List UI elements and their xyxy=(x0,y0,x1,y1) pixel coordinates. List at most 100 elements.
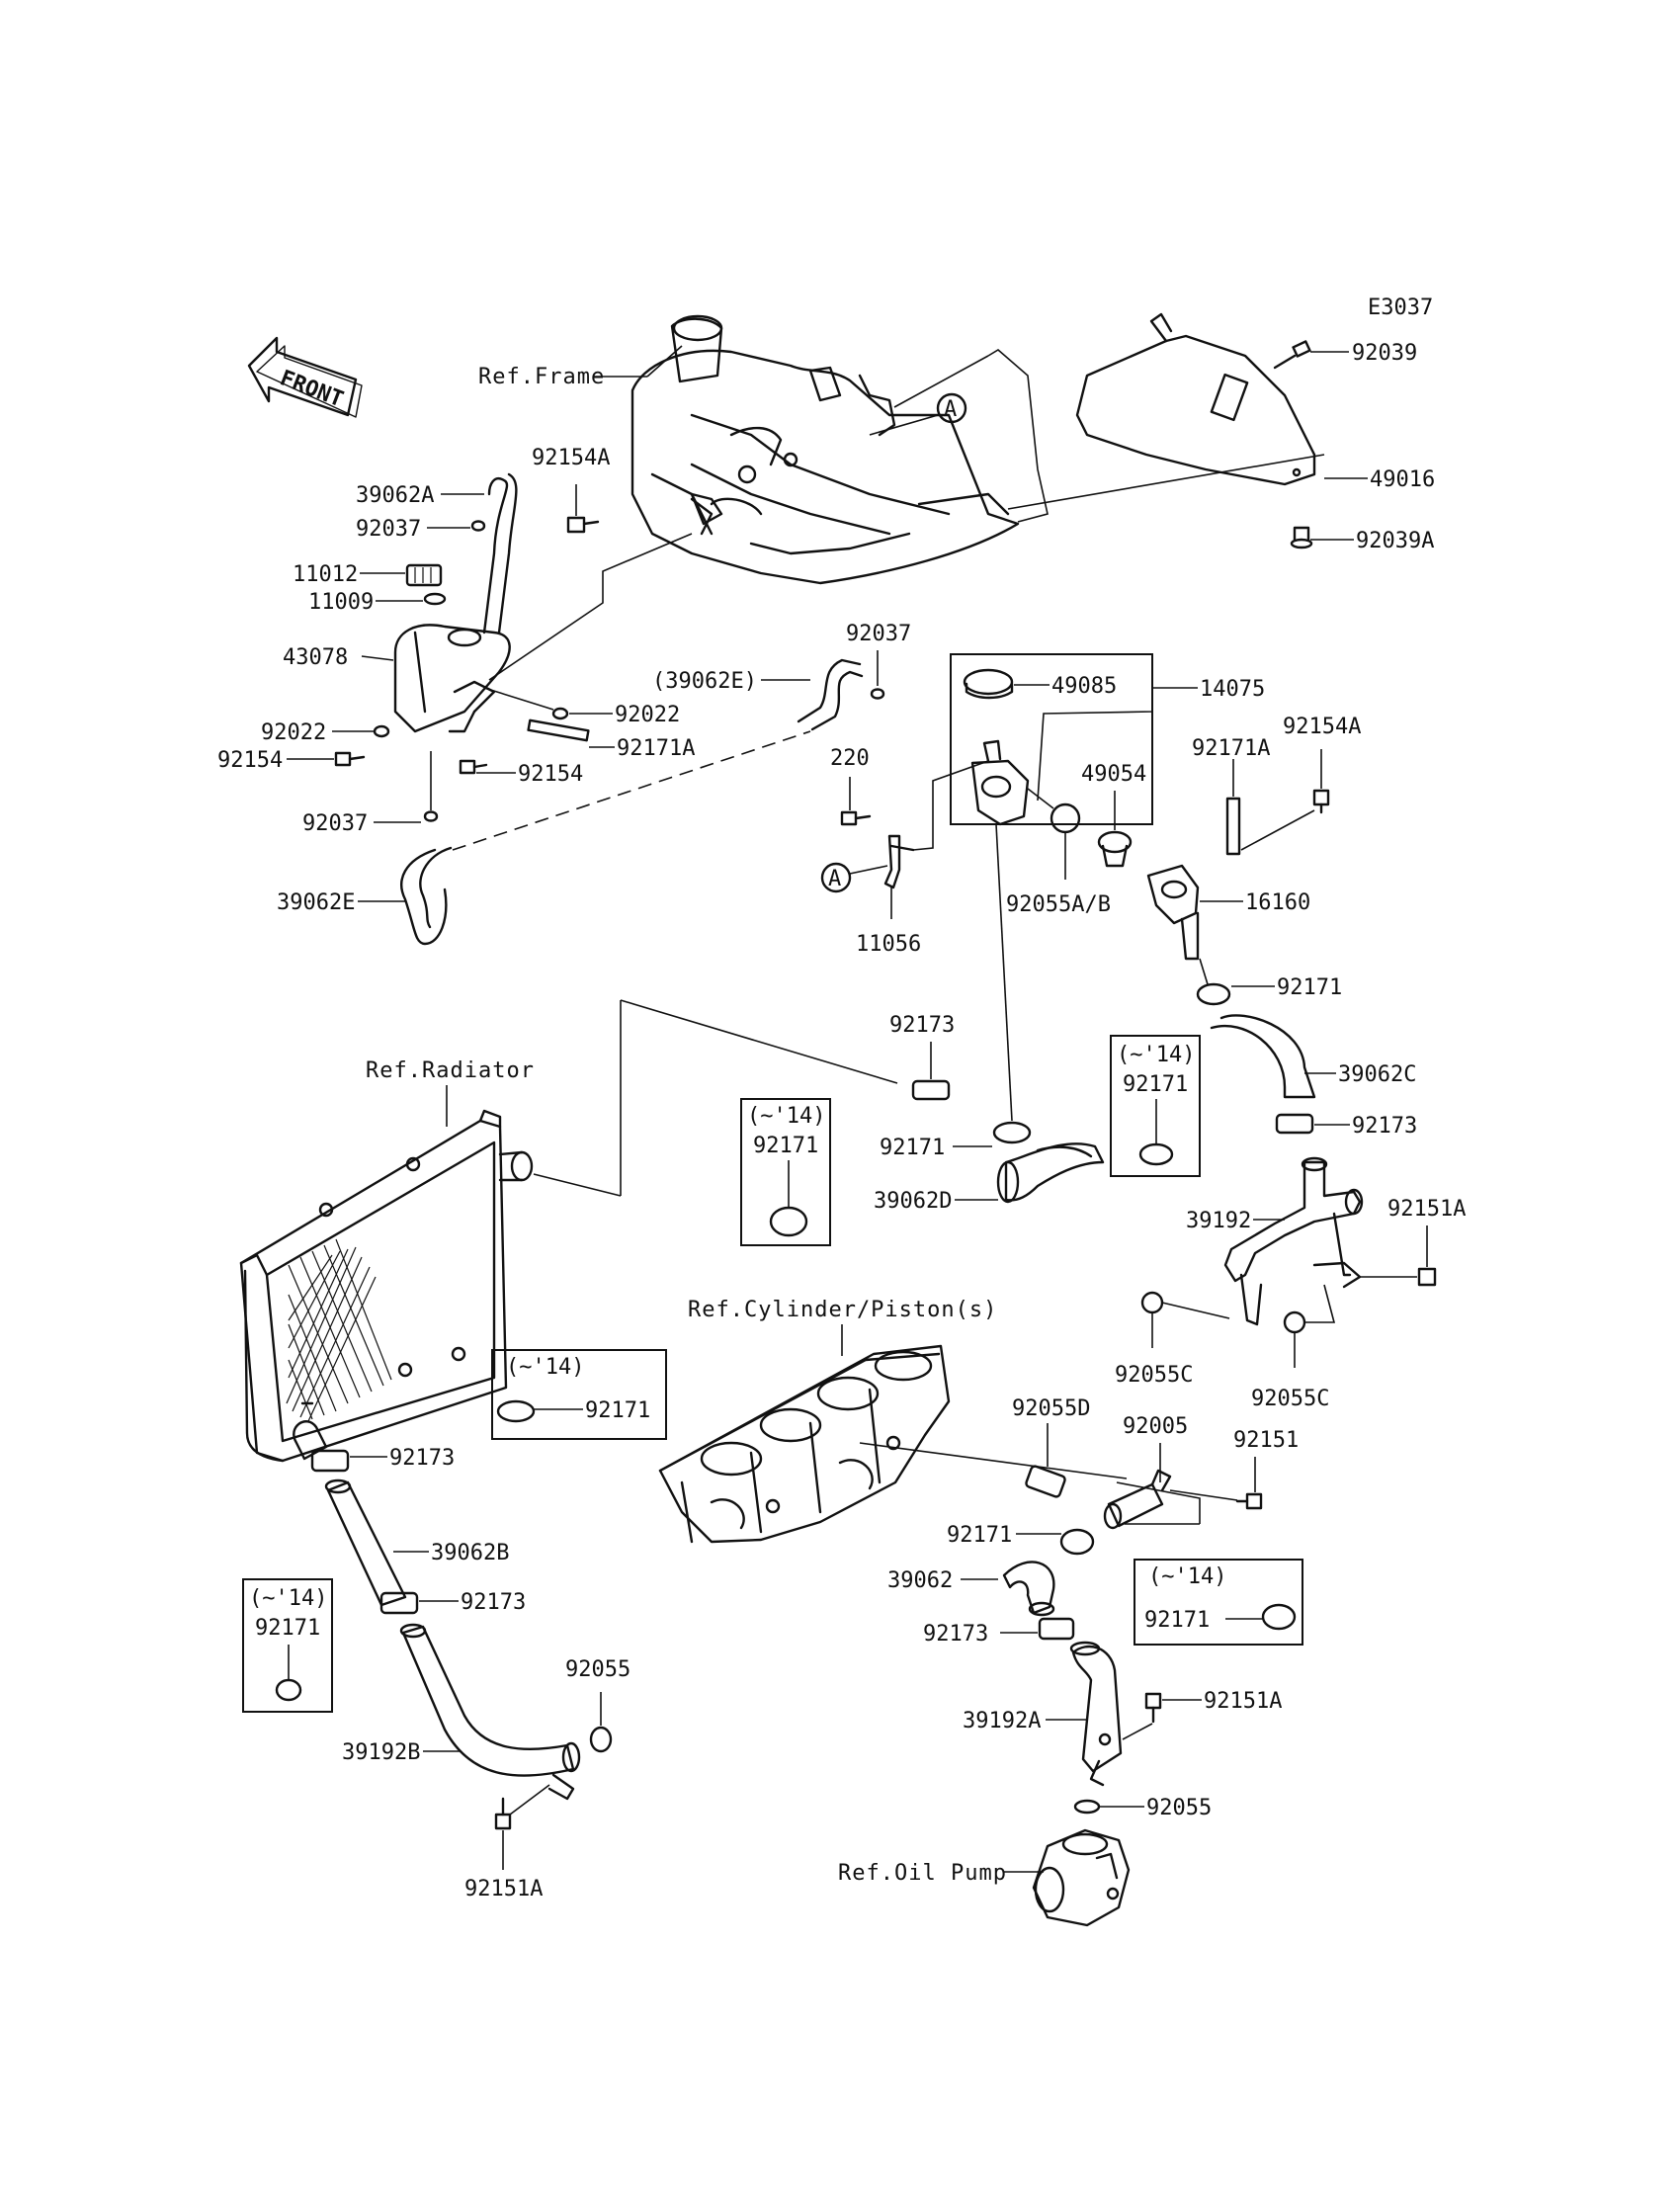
label-39062D: 39062D xyxy=(874,1189,952,1214)
label-39192B: 39192B xyxy=(342,1740,420,1765)
pipe-39192B xyxy=(399,1623,581,1801)
label-92173-right: 92173 xyxy=(1352,1114,1417,1139)
label-92154-right: 92154 xyxy=(518,762,583,787)
washer-92022-left xyxy=(373,724,390,738)
label-92171-box-center: 92171 xyxy=(753,1134,818,1158)
label-39062: 39062 xyxy=(887,1568,953,1593)
hose-39062C xyxy=(1210,1014,1316,1099)
label-92055-left: 92055 xyxy=(565,1657,630,1682)
label-92171-box-leftlow: 92171 xyxy=(255,1616,320,1641)
grommet-92039A xyxy=(1290,526,1313,549)
label-49054: 49054 xyxy=(1081,762,1146,787)
label-92154-left: 92154 xyxy=(217,748,283,773)
oring-92055-left xyxy=(589,1726,613,1753)
label-92039: 92039 xyxy=(1352,341,1417,366)
washer-92022-right xyxy=(551,707,569,720)
ref-radiator-label: Ref.Radiator xyxy=(366,1058,535,1083)
label-92173-lower-center: 92173 xyxy=(923,1622,988,1647)
label-49085: 49085 xyxy=(1051,674,1117,699)
diagram-code: E3037 xyxy=(1368,296,1433,320)
bolt-92154-right xyxy=(459,759,488,775)
year-note-lowright: (~'14) xyxy=(1148,1564,1226,1589)
label-220: 220 xyxy=(830,746,870,771)
label-92037-lower: 92037 xyxy=(302,811,368,836)
label-14075: 14075 xyxy=(1200,677,1265,702)
year-note-right: (~'14) xyxy=(1117,1043,1195,1067)
label-92022-right: 92022 xyxy=(615,703,680,727)
label-92171-upper: 92171 xyxy=(1277,975,1342,1000)
label-39062C: 39062C xyxy=(1338,1062,1416,1087)
label-92151: 92151 xyxy=(1233,1428,1299,1453)
label-16160: 16160 xyxy=(1245,890,1310,915)
label-92055AB: 92055A/B xyxy=(1006,892,1111,917)
clamp-92171-upper xyxy=(1196,982,1231,1006)
label-11012: 11012 xyxy=(293,562,358,587)
box-year-92171-leftmid xyxy=(491,1349,667,1440)
gasket-11009 xyxy=(423,592,447,606)
marker-a-lower-circle xyxy=(820,862,852,893)
reservoir-tank-43078 xyxy=(393,624,511,733)
label-92171A-tank: 92171A xyxy=(617,736,695,761)
label-92154A-top: 92154A xyxy=(532,446,610,470)
bolt-220 xyxy=(840,810,872,826)
hose-39062B xyxy=(324,1479,407,1607)
label-92005: 92005 xyxy=(1123,1414,1188,1439)
hose-route-dashed xyxy=(452,730,811,851)
clamp-92173-lower-left xyxy=(310,1449,350,1473)
label-92171-lower: 92171 xyxy=(947,1523,1012,1548)
clip-92037-lower xyxy=(423,810,439,822)
clamp-92171-lower xyxy=(1059,1528,1095,1556)
cap-49085 xyxy=(963,668,1014,700)
box-year-92171-lowright xyxy=(1134,1559,1303,1646)
fitting-92005 xyxy=(1103,1469,1172,1530)
label-39062E-ref: (39062E) xyxy=(652,669,757,694)
housing-16160 xyxy=(1146,864,1200,961)
label-39192A: 39192A xyxy=(963,1709,1041,1733)
pipe-39192A xyxy=(1069,1641,1123,1787)
label-39062A: 39062A xyxy=(356,483,434,508)
label-92037-left: 92037 xyxy=(356,517,421,542)
year-note-center: (~'14) xyxy=(747,1104,825,1129)
clamp-92173-lower-center xyxy=(1038,1617,1075,1641)
clamp-92171A-tank xyxy=(527,718,590,742)
hose-39062A xyxy=(482,472,518,634)
bolt-92151A-bottom-left xyxy=(494,1797,512,1830)
label-92173-mid: 92173 xyxy=(889,1013,955,1038)
label-92173-left-lower: 92173 xyxy=(461,1590,526,1615)
radiator xyxy=(239,1109,534,1463)
cylinder-block xyxy=(658,1344,951,1544)
clip-92037-mid xyxy=(870,688,885,700)
clamp-92173-left-lower xyxy=(379,1591,419,1615)
year-note-leftmid: (~'14) xyxy=(506,1355,584,1380)
oring-92055C-left xyxy=(1140,1291,1164,1314)
label-11009: 11009 xyxy=(308,590,374,615)
cover-49016 xyxy=(1075,312,1316,486)
frame-assembly xyxy=(630,314,1020,585)
oil-pump xyxy=(1032,1828,1131,1927)
box-year-92171-right xyxy=(1110,1035,1201,1177)
bolt-92154A-right xyxy=(1312,789,1330,814)
ref-frame-label: Ref.Frame xyxy=(478,365,605,389)
ref-oil-pump-label: Ref.Oil Pump xyxy=(838,1861,1007,1886)
bolt-92151A-lower-center xyxy=(1144,1692,1162,1724)
label-92151A-right: 92151A xyxy=(1387,1197,1466,1222)
label-92171A-right: 92171A xyxy=(1192,736,1270,761)
oring-92055AB xyxy=(1050,803,1081,834)
marker-a-circle xyxy=(936,392,967,424)
label-39062E: 39062E xyxy=(277,890,355,915)
housing-14075 xyxy=(970,739,1030,826)
clamp-92171A-right xyxy=(1225,797,1241,856)
clip-92037-top xyxy=(470,520,486,532)
label-92171-box-leftmid: 92171 xyxy=(585,1398,650,1423)
label-49016: 49016 xyxy=(1370,467,1435,492)
pipe-39192 xyxy=(1223,1156,1364,1326)
gasket-92055D xyxy=(1025,1465,1066,1498)
bolt-92154-left xyxy=(334,751,366,767)
hose-39062D xyxy=(996,1142,1105,1204)
label-43078: 43078 xyxy=(283,645,348,670)
clamp-92173-right xyxy=(1275,1113,1314,1135)
label-92171-box-right: 92171 xyxy=(1123,1072,1188,1097)
label-92055D: 92055D xyxy=(1012,1396,1090,1421)
box-year-92171-leftlow xyxy=(242,1578,333,1713)
